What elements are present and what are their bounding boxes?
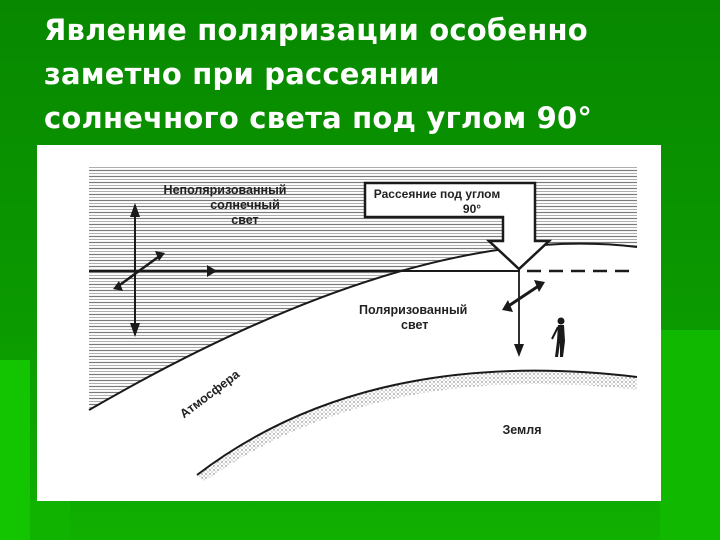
scattering-label-line-1: Рассеяние под углом [373, 187, 501, 201]
title-line-1: Явление поляризации особенно [44, 13, 588, 47]
polarization-diagram: Неполяризованный солнечный свет Рассеяни… [37, 145, 661, 501]
background-accent-right [660, 330, 720, 540]
background-accent-bottom [30, 500, 70, 540]
polarized-label-line-1: Поляризованный [359, 303, 468, 317]
unpolarized-label: Неполяризованный солнечный свет [145, 183, 305, 228]
unpolarized-label-line-1: Неполяризованный [163, 183, 287, 197]
diagram-svg [88, 167, 638, 481]
unpolarized-label-line-2: солнечный [210, 198, 280, 212]
earth-boundary [196, 369, 638, 476]
earth-surface [197, 370, 637, 481]
polarized-oscillation-arrow [506, 283, 541, 309]
background-accent-left [0, 360, 30, 540]
scattering-label-line-2: 90° [462, 202, 482, 216]
title-line-2: заметно при рассеянии [44, 57, 440, 91]
unpolarized-label-line-3: свет [231, 213, 259, 227]
scattering-label: Рассеяние под углом 90° [367, 187, 507, 217]
sun-ray-arrowhead [207, 265, 217, 277]
diagonal-oscillation-arrow [116, 253, 162, 289]
earth-label: Земля [502, 423, 542, 437]
space-region [89, 167, 637, 410]
scattering-arrow [363, 181, 553, 271]
polarized-label: Поляризованный свет [359, 303, 499, 333]
polarized-label-line-2: свет [401, 318, 429, 332]
atmosphere-boundary [88, 242, 638, 411]
observer-figure [551, 317, 565, 357]
title-line-3: солнечного света под углом 90° [44, 101, 593, 135]
slide-title: Явление поляризации особенно заметно при… [44, 8, 694, 140]
